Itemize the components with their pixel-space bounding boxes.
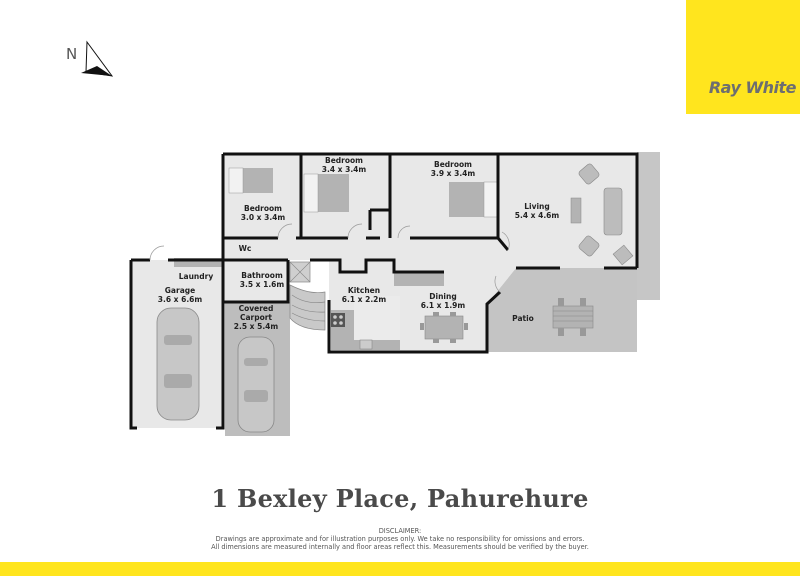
compass: N: [62, 38, 122, 80]
north-label: N: [66, 45, 78, 63]
property-address: 1 Bexley Place, Pahurehure: [211, 484, 589, 513]
side-deck: [637, 152, 660, 300]
room-dims-dining: 6.1 x 1.9m: [421, 301, 466, 310]
armchair-icon: [578, 235, 600, 257]
armchair-icon: [578, 163, 600, 185]
room-dims-living: 5.4 x 4.6m: [515, 211, 560, 220]
disclaimer-line-2: All dimensions are measured internally a…: [211, 543, 589, 551]
bed-icon: [228, 167, 273, 194]
laundry-bench: [174, 258, 222, 267]
room-dims-bedroom-2: 3.4 x 3.4m: [322, 165, 367, 174]
room-label-wc: Wc: [239, 244, 252, 253]
room-dims-garage: 3.6 x 6.6m: [158, 295, 203, 304]
disclaimer-line-1: Drawings are approximate and for illustr…: [215, 535, 585, 543]
walls: [129, 152, 639, 430]
coffee-table: [570, 197, 582, 224]
room-label-dining: Dining: [429, 292, 456, 301]
entry-steps: [289, 284, 326, 331]
room-label-laundry: Laundry: [179, 272, 214, 281]
ray-white-logo: Ray White: [686, 0, 800, 114]
disclaimer-heading: DISCLAIMER:: [378, 527, 422, 535]
patio-table-icon: [552, 298, 594, 336]
room-dims-carport: 2.5 x 5.4m: [234, 322, 279, 331]
bed-icon: [449, 181, 498, 218]
bed-icon: [303, 173, 349, 213]
brand-name: Ray White: [708, 78, 797, 97]
room-label-garage: Garage: [165, 286, 195, 295]
room-label-bedroom-1: Bedroom: [244, 204, 282, 213]
floor-plan: Bedroom 3.0 x 3.4m Bedroom 3.4 x 3.4m Be…: [129, 152, 660, 436]
room-dims-bathroom: 3.5 x 1.6m: [240, 280, 285, 289]
room-dims-bedroom-3: 3.9 x 3.4m: [431, 169, 476, 178]
sink-icon: [359, 339, 373, 350]
car-icon: [156, 307, 200, 421]
room-dims-bedroom-1: 3.0 x 3.4m: [241, 213, 286, 222]
kitchen-counter: [394, 272, 444, 286]
cooktop-icon: [331, 313, 345, 327]
room-label-bathroom: Bathroom: [241, 271, 283, 280]
room-label-bedroom-2: Bedroom: [325, 156, 363, 165]
bedroom-1-floor: [223, 154, 301, 240]
room-dims-kitchen: 6.1 x 2.2m: [342, 295, 387, 304]
north-arrow-icon: [81, 40, 114, 77]
room-label-patio: Patio: [512, 314, 534, 323]
room-label-bedroom-3: Bedroom: [434, 160, 472, 169]
room-label-carport-line1: Covered: [239, 304, 274, 313]
bathroom-floor: [223, 260, 288, 302]
door-swings: [149, 223, 510, 293]
room-label-kitchen: Kitchen: [348, 286, 380, 295]
room-label-living: Living: [524, 202, 550, 211]
room-label-carport-line2: Carport: [240, 313, 272, 322]
hall-floor: [223, 238, 498, 260]
tv-unit: [612, 244, 634, 266]
car-icon: [237, 336, 275, 433]
sofa-icon: [603, 187, 623, 236]
dining-table-icon: [420, 312, 468, 343]
footer-bar: [0, 562, 800, 576]
